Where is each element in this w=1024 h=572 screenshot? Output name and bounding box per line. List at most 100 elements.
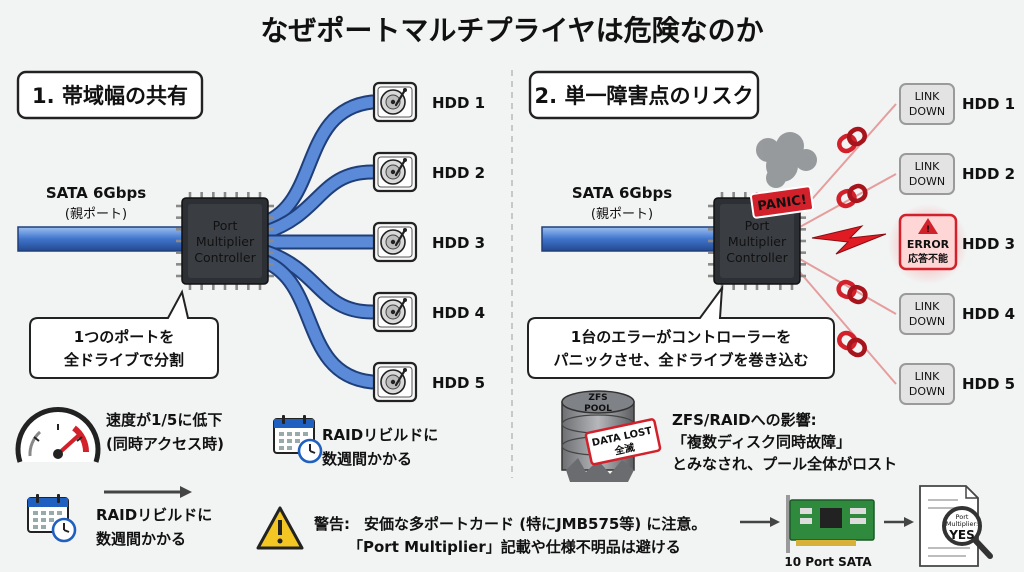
- left-hdd-label-1: HDD 1: [432, 94, 485, 112]
- left-callout-line-2: 全ドライブで分割: [63, 351, 184, 369]
- hdd-icon: [372, 151, 418, 193]
- left-port-sub: (親ポート): [65, 207, 127, 222]
- hdd-icon: [372, 291, 418, 333]
- speed-line-1: 速度が1/5に低下: [106, 411, 222, 429]
- right-callout-line-2: パニックさせ、全ドライブを巻き込む: [553, 351, 808, 369]
- bottom-rebuild-line-2: 数週間かかる: [96, 530, 186, 548]
- right-heading-box: [528, 70, 760, 120]
- arrow-right-icon: [884, 517, 914, 527]
- left-hdd-label-2: HDD 2: [432, 164, 485, 182]
- right-callout-box: [527, 284, 835, 379]
- hdd-2-status-2: DOWN: [909, 175, 945, 188]
- broken-link-icon: [836, 184, 867, 209]
- right-chip-line-3: Controller: [726, 250, 788, 265]
- impact-line-3: とみなされ、プール全体がロスト: [672, 455, 897, 473]
- bottom-rebuild-line-1: RAIDリビルドに: [96, 506, 212, 524]
- spec-document-icon: Port Multiplier: YES: [919, 485, 993, 567]
- left-heading-box: [16, 70, 204, 120]
- left-callout-line-1: 1つのポートを: [74, 328, 174, 346]
- right-port-label: SATA 6Gbps: [572, 184, 672, 202]
- card-label: 10 Port SATA: [784, 555, 872, 569]
- right-hdd-1: LINK DOWN HDD 1: [899, 83, 1015, 125]
- warning-line-2: 「Port Multiplier」記載や仕様不明品は避ける: [348, 538, 681, 556]
- warning-prefix: 警告:: [313, 515, 350, 533]
- hdd-1-status-2: DOWN: [909, 105, 945, 118]
- left-hdd-label-5: HDD 5: [432, 374, 485, 392]
- left-controller-chip: Port Multiplier Controller: [176, 192, 274, 290]
- left-fanout-cables: [258, 94, 380, 390]
- right-chip-line-1: Port: [745, 218, 770, 233]
- left-hdd-3: HDD 3: [372, 221, 485, 263]
- right-hdd-label-3: HDD 3: [962, 235, 1015, 253]
- right-hdd-label-4: HDD 4: [962, 305, 1015, 323]
- right-callout-line-1: 1台のエラーがコントローラーを: [571, 328, 791, 346]
- right-hdd-label-1: HDD 1: [962, 95, 1015, 113]
- lightning-bolt-icon: [811, 225, 887, 255]
- right-broken-lines: [797, 103, 897, 385]
- calendar-clock-icon: [26, 492, 77, 543]
- panic-label: PANIC!: [757, 193, 808, 215]
- hdd-3-status-2: 応答不能: [908, 252, 948, 265]
- left-port-label: SATA 6Gbps: [46, 184, 146, 202]
- left-chip-line-2: Multiplier: [196, 234, 255, 249]
- hdd-icon: [372, 81, 418, 123]
- right-input-cable: [541, 226, 717, 252]
- broken-link-icon: [837, 126, 868, 154]
- broken-link-icon: [837, 330, 868, 358]
- warning-icon: [256, 506, 304, 550]
- left-hdd-2: HDD 2: [372, 151, 485, 193]
- warning-line-1: 安価な多ポートカード (特にJMB575等) に注意。: [364, 515, 706, 533]
- zfs-pool-line-2: POOL: [584, 404, 612, 414]
- left-callout-box: [29, 289, 219, 379]
- right-hdd-3: ! ERROR 応答不能 HDD 3: [888, 204, 1015, 284]
- hdd-icon: [372, 361, 418, 403]
- panic-badge: PANIC!: [750, 185, 814, 219]
- left-chip-line-1: Port: [213, 218, 238, 233]
- right-heading: 2. 単一障害点のリスク: [535, 84, 754, 108]
- impact-line-1: ZFS/RAIDへの影響:: [672, 411, 817, 429]
- page-title: なぜポートマルチプライヤは危険なのか: [260, 14, 763, 47]
- hdd-2-status-1: LINK: [915, 160, 941, 173]
- left-hdd-label-4: HDD 4: [432, 304, 485, 322]
- data-lost-stamp: DATA LOST 全滅: [584, 418, 662, 466]
- hdd-5-status-1: LINK: [915, 370, 941, 383]
- left-heading: 1. 帯域幅の共有: [32, 84, 188, 108]
- doc-line-1: Port: [956, 513, 969, 521]
- right-chip-line-2: Multiplier: [728, 234, 787, 249]
- zfs-pool-line-1: ZFS: [588, 393, 607, 403]
- hdd-icon: [372, 221, 418, 263]
- left-hdd-1: HDD 1: [372, 81, 485, 123]
- calendar-clock-icon: [272, 413, 323, 464]
- arrow-right-icon: [740, 517, 780, 527]
- right-hdd-2: LINK DOWN HDD 2: [899, 153, 1015, 195]
- left-input-cable: [17, 226, 187, 252]
- left-chip-line-3: Controller: [194, 250, 256, 265]
- doc-line-2: Multiplier:: [946, 520, 978, 528]
- hdd-1-status-1: LINK: [915, 90, 941, 103]
- right-hdd-label-2: HDD 2: [962, 165, 1015, 183]
- data-lost-line-2: 全滅: [612, 441, 635, 458]
- right-controller-chip: Port Multiplier Controller: [708, 192, 806, 290]
- left-hdd-4: HDD 4: [372, 291, 485, 333]
- hdd-4-status-1: LINK: [915, 300, 941, 313]
- smoke-icon: [756, 132, 817, 188]
- left-hdd-label-3: HDD 3: [432, 234, 485, 252]
- doc-yes: YES: [948, 528, 975, 542]
- right-port-sub: (親ポート): [591, 207, 653, 222]
- hdd-4-status-2: DOWN: [909, 315, 945, 328]
- left-hdd-5: HDD 5: [372, 361, 485, 403]
- right-hdd-label-5: HDD 5: [962, 375, 1015, 393]
- hdd-3-status-1: ERROR: [907, 238, 950, 251]
- sata-card-icon: [786, 495, 875, 553]
- svg-text:!: !: [926, 225, 930, 235]
- right-hdd-5: LINK DOWN HDD 5: [899, 363, 1015, 405]
- left-rebuild-line-2: 数週間かかる: [322, 450, 412, 468]
- arrow-right-icon: [104, 486, 192, 498]
- speedometer-icon: [15, 407, 101, 463]
- speed-line-2: (同時アクセス時): [106, 435, 224, 453]
- left-rebuild-line-1: RAIDリビルドに: [322, 426, 438, 444]
- impact-line-2: 「複数ディスク同時故障」: [672, 433, 851, 451]
- hdd-5-status-2: DOWN: [909, 385, 945, 398]
- right-hdd-4: LINK DOWN HDD 4: [899, 293, 1015, 335]
